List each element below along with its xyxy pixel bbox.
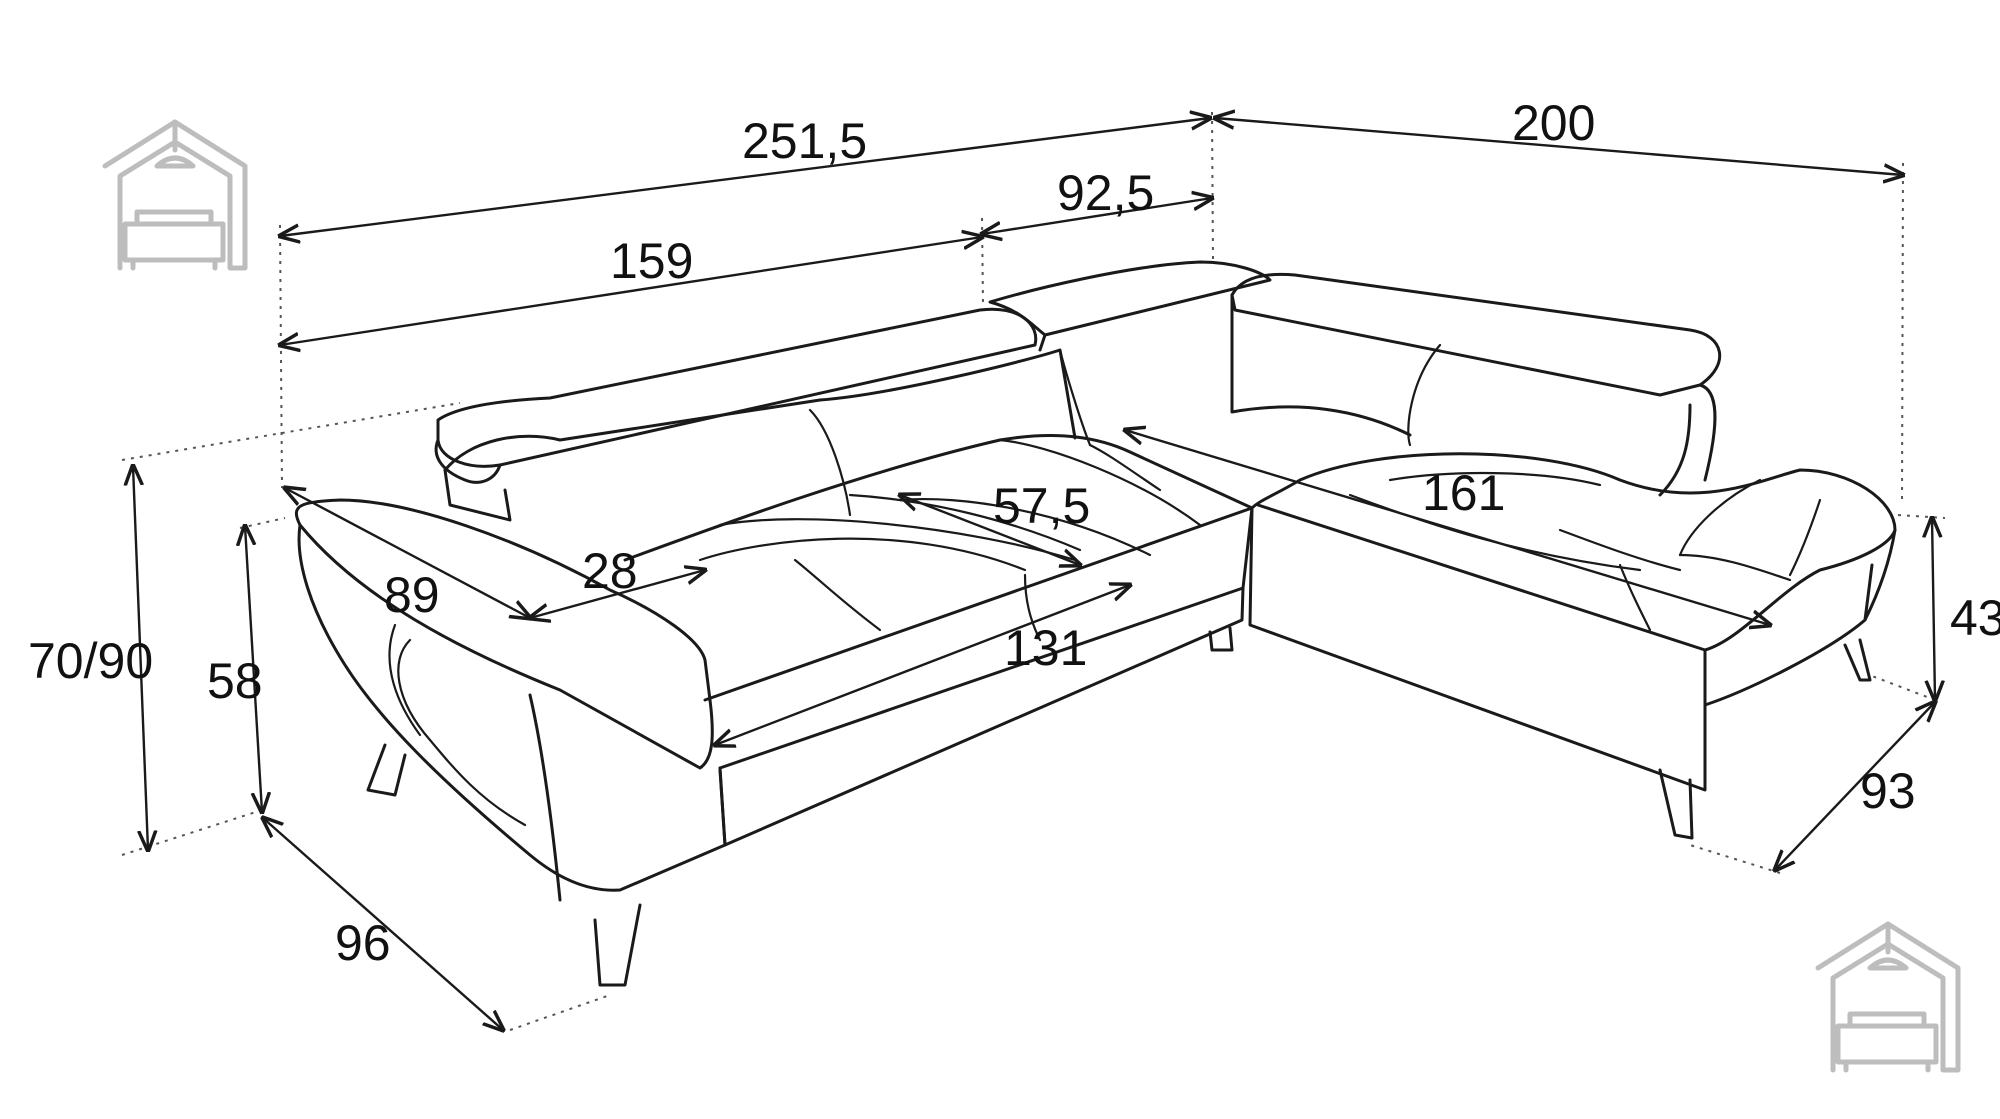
label-left-depth: 96 [335, 915, 391, 971]
label-chaise-length: 161 [1422, 465, 1505, 521]
house-sofa-logo-icon [1815, 921, 1961, 1073]
arrow-total-width [280, 118, 1210, 236]
label-seat-width: 131 [1004, 620, 1087, 676]
house-sofa-logo-icon [102, 119, 248, 271]
arrow-chaise-depth [1775, 702, 1935, 870]
arrow-chaise-height [1932, 518, 1935, 700]
dimension-arrows [133, 118, 1935, 1030]
label-arm-width: 28 [582, 543, 638, 599]
arrow-seat-width [715, 585, 1130, 745]
label-chaise-depth: 93 [1860, 763, 1916, 819]
label-backrest-left: 159 [610, 233, 693, 289]
arrow-arm-width [530, 570, 705, 618]
dimension-labels: 251,5 200 159 92,5 70/90 58 43 96 93 89 … [28, 95, 2000, 971]
label-arm-height: 58 [207, 653, 263, 709]
arrow-seat-depth [900, 495, 1080, 565]
arrow-arm-length [285, 488, 530, 618]
label-seat-depth: 57,5 [993, 478, 1090, 534]
sofa-outline [294, 260, 1897, 987]
arrow-backrest-middle [982, 198, 1212, 234]
arrow-chaise-length [1125, 430, 1770, 625]
arrow-backrest-left [280, 237, 982, 345]
arrow-left-depth [263, 818, 503, 1030]
label-arm-length: 89 [384, 567, 440, 623]
label-total-width: 251,5 [742, 113, 867, 169]
label-backrest-middle: 92,5 [1057, 165, 1154, 221]
label-corner-width: 200 [1512, 95, 1595, 151]
arrow-arm-height [245, 526, 262, 812]
label-chaise-height: 43 [1950, 590, 2000, 646]
arrow-corner-width [1215, 118, 1903, 175]
arrow-total-height [133, 466, 148, 850]
label-total-height: 70/90 [28, 633, 153, 689]
